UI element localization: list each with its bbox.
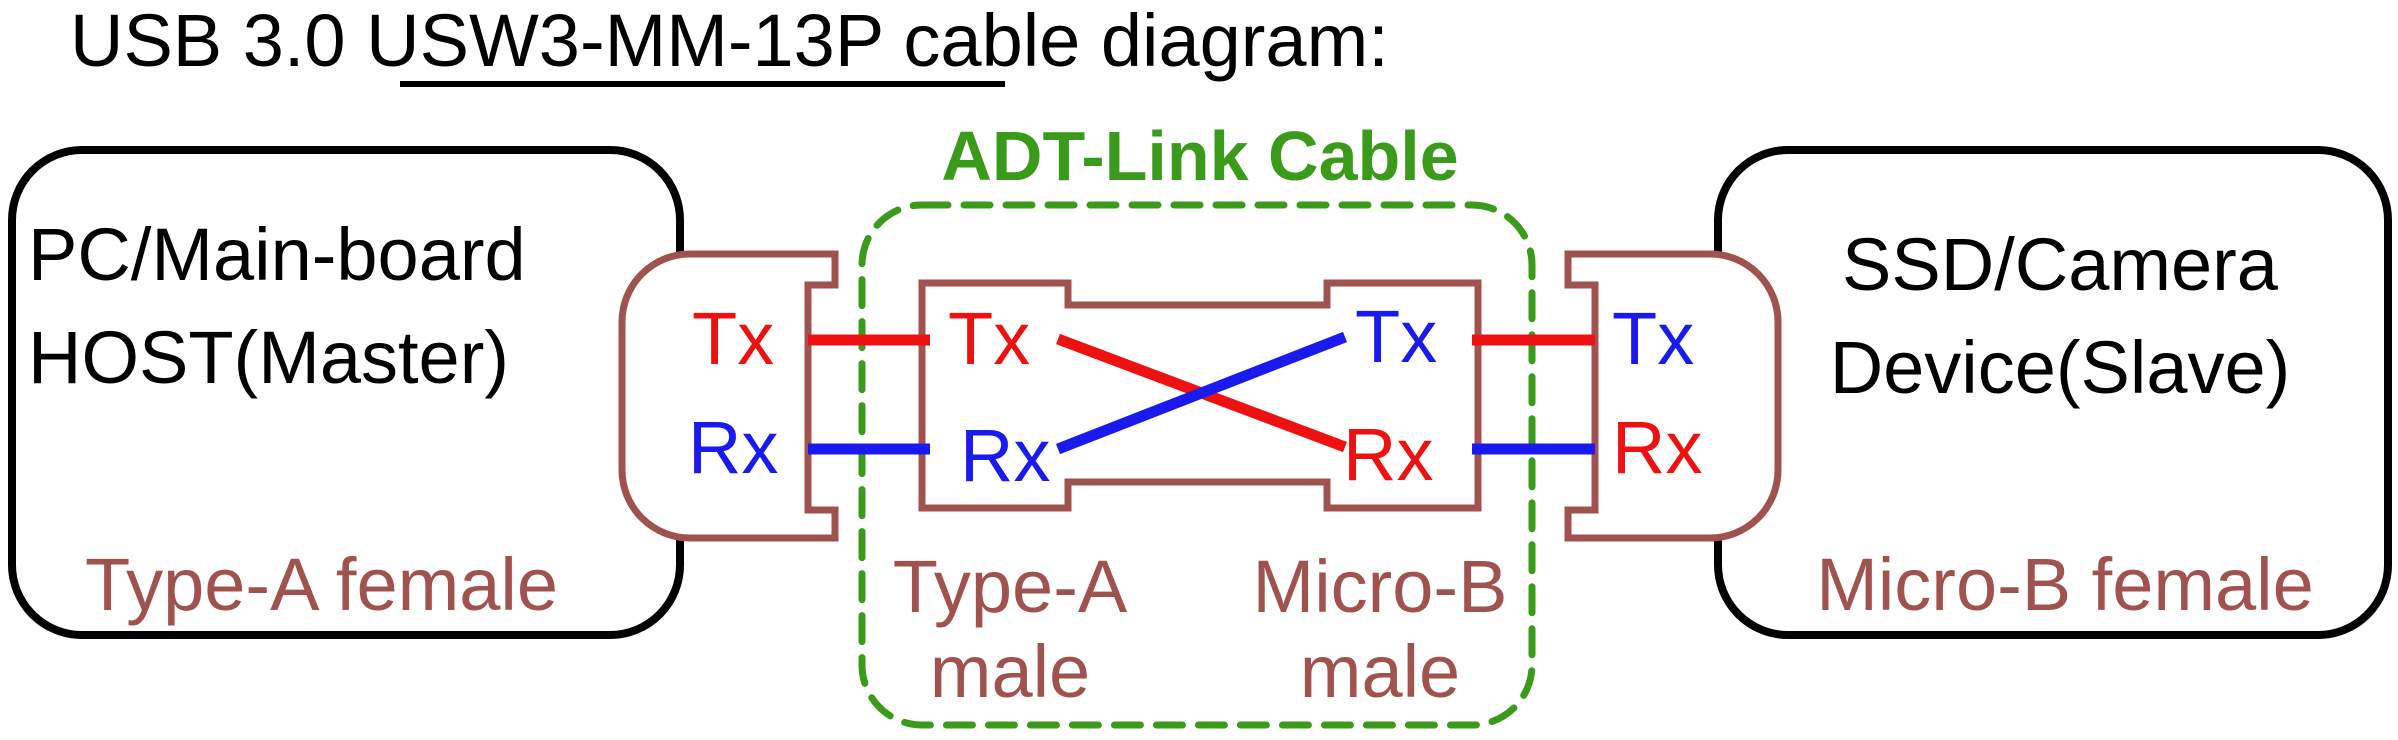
host-line2: HOST(Master) — [28, 316, 509, 399]
cable-right-rx-label: Rx — [1343, 413, 1433, 496]
diagram-title: USB 3.0 USW3-MM-13P cable diagram: — [70, 0, 1389, 82]
host-box: PC/Main-board HOST(Master) Type-A female — [8, 146, 684, 639]
title-suffix: cable diagram: — [883, 0, 1389, 82]
device-rx-label: Rx — [1612, 406, 1702, 489]
cable-right-tx-label: Tx — [1355, 295, 1437, 378]
cable-left-end-line2: male — [930, 630, 1090, 713]
cable-boundary — [858, 201, 1536, 729]
cable-left-rx-label: Rx — [960, 414, 1050, 497]
cable-right-end-line2: male — [1300, 630, 1460, 713]
device-microb-female-connector — [1564, 250, 1782, 542]
cable-right-end-line1: Micro-B — [1253, 545, 1508, 628]
host-typea-female-connector — [618, 250, 839, 542]
host-tx-label: Tx — [692, 297, 774, 380]
device-tx-label: Tx — [1612, 297, 1694, 380]
host-rx-label: Rx — [688, 406, 778, 489]
host-connector-label: Type-A female — [85, 543, 558, 626]
device-line2: Device(Slave) — [1830, 326, 2291, 409]
host-line1: PC/Main-board — [28, 213, 526, 296]
device-box: SSD/Camera Device(Slave) Micro-B female — [1714, 146, 2392, 639]
wires — [808, 331, 1595, 455]
device-line1: SSD/Camera — [1842, 223, 2279, 306]
title-model: USW3-MM-13P — [366, 0, 883, 82]
title-prefix: USB 3.0 — [70, 0, 366, 82]
cable-title: ADT-Link Cable — [941, 117, 1458, 195]
device-connector-label: Micro-B female — [1816, 543, 2314, 626]
cable-left-tx-label: Tx — [948, 297, 1030, 380]
cable-left-end-line1: Type-A — [893, 545, 1128, 628]
wire-cross-rx — [1056, 331, 1347, 455]
